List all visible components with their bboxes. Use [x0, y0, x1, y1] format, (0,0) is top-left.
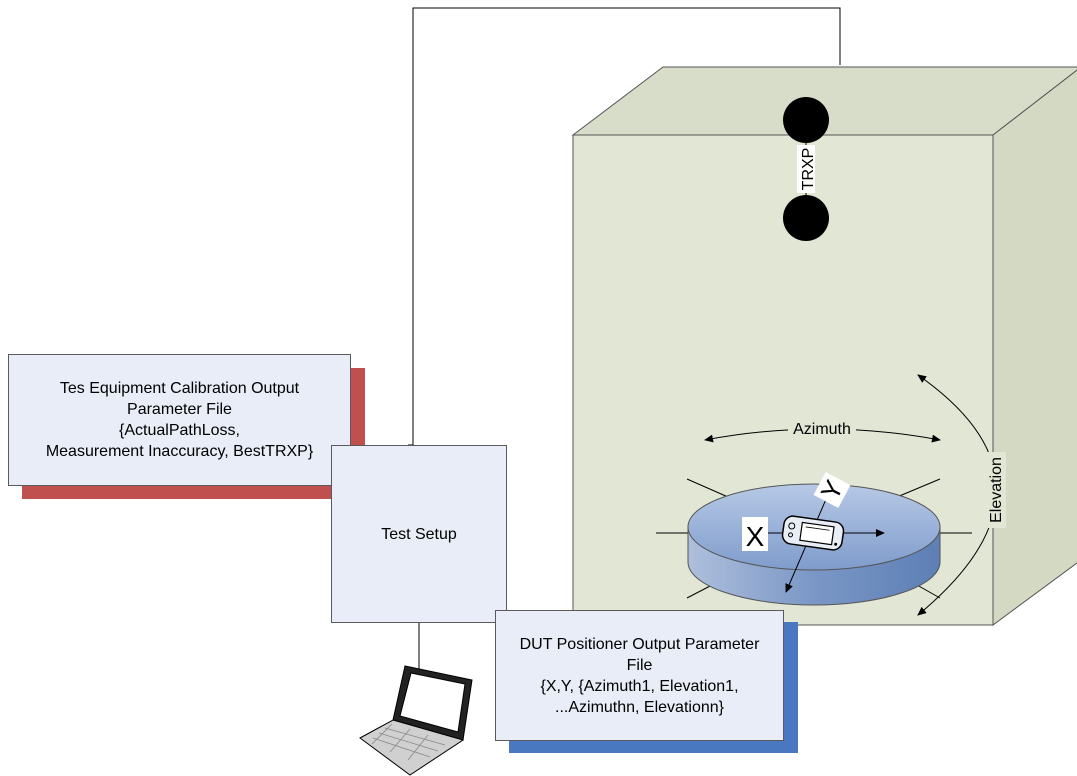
dut-positioner-output-card: DUT Positioner Output Parameter File {X,…: [495, 610, 784, 741]
dut-line-2: File: [626, 656, 653, 674]
calibration-line-4: Measurement Inaccuracy, BestTRXP}: [45, 443, 314, 460]
dut-line-4: ...Azimuthn, Elevationn}: [555, 698, 724, 716]
handheld-device-icon: [781, 515, 845, 551]
chamber-side-face: [992, 69, 1077, 626]
elevation-label: Elevation: [988, 457, 1005, 523]
probe-bottom-circle: [783, 195, 829, 241]
dut-line-3: {X,Y, {Azimuth1, Elevation1,: [540, 677, 739, 695]
probe-top-circle: [783, 97, 829, 143]
dut-axes: X Y: [742, 471, 885, 593]
test-setup-card: Test Setup: [331, 445, 507, 623]
laptop-icon: [359, 665, 473, 776]
calibration-output-card: Tes Equipment Calibration Output Paramet…: [8, 354, 351, 486]
probe-label: TRXP: [800, 148, 817, 191]
dut-line-1: DUT Positioner Output Parameter: [519, 635, 760, 653]
trxp-probe: TRXP: [783, 97, 829, 241]
calibration-line-2: Parameter File: [127, 401, 232, 418]
calibration-line-1: Tes Equipment Calibration Output: [59, 380, 300, 397]
test-setup-label: Test Setup: [381, 525, 457, 543]
azimuth-label: Azimuth: [793, 421, 851, 438]
x-axis-label: X: [746, 521, 765, 552]
calibration-line-3: {ActualPathLoss,: [119, 422, 240, 439]
